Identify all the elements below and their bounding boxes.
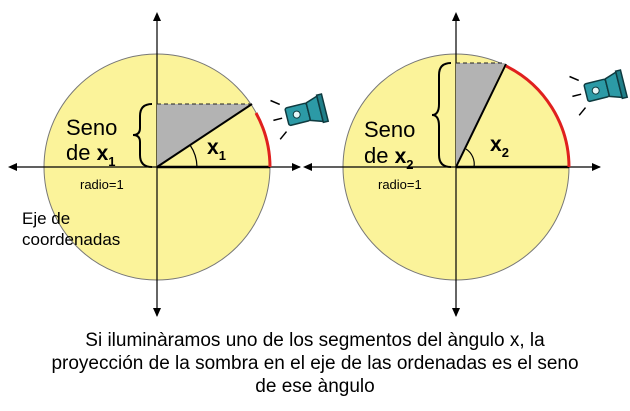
caption-line: Si iluminàramos uno de los segmentos del…: [85, 330, 545, 351]
caption: Si iluminàramos uno de los segmentos del…: [0, 329, 630, 398]
seno-label: Seno: [66, 115, 117, 141]
seno-word: Seno: [364, 117, 416, 142]
variable-subscript: 1: [108, 154, 116, 169]
seno-label: Seno: [364, 117, 415, 143]
axis-caption-line2: coordenadas: [22, 230, 121, 249]
caption-line: de ese àngulo: [255, 376, 375, 397]
angle-label: x1: [207, 136, 226, 163]
de-x-label: de x2: [364, 143, 414, 178]
brace-icon: [431, 62, 452, 168]
radius-label: radio=1: [378, 177, 422, 192]
seno-word: Seno: [66, 115, 118, 140]
variable-subscript: 2: [406, 157, 414, 172]
panel-right: [303, 12, 629, 317]
angle-arc-icon: [189, 144, 198, 168]
flashlight-icon: [270, 93, 330, 140]
caption-line: proyección de la sombra en el eje de las…: [51, 353, 579, 374]
angle-letter: x: [490, 133, 502, 156]
radius-line: [156, 103, 253, 168]
radius-label: radio=1: [80, 177, 124, 192]
panel-left: [8, 12, 330, 317]
angle-letter: x: [207, 136, 219, 159]
axis-caption-line1: Eje de: [22, 209, 71, 228]
variable-letter: x: [394, 145, 407, 168]
flashlight-icon: [569, 69, 629, 116]
radius-line: [455, 63, 507, 168]
de-word: de: [66, 140, 91, 165]
angle-arc-icon: [465, 148, 475, 168]
de-word: de: [364, 143, 389, 168]
illuminated-arc: [505, 64, 571, 168]
de-x-label: de x1: [66, 140, 116, 175]
angle-subscript: 1: [218, 148, 226, 163]
illuminated-arc: [254, 112, 272, 168]
brace-icon: [132, 103, 153, 168]
angle-label: x2: [490, 133, 509, 160]
variable-letter: x: [96, 142, 109, 165]
angle-subscript: 2: [501, 145, 509, 160]
